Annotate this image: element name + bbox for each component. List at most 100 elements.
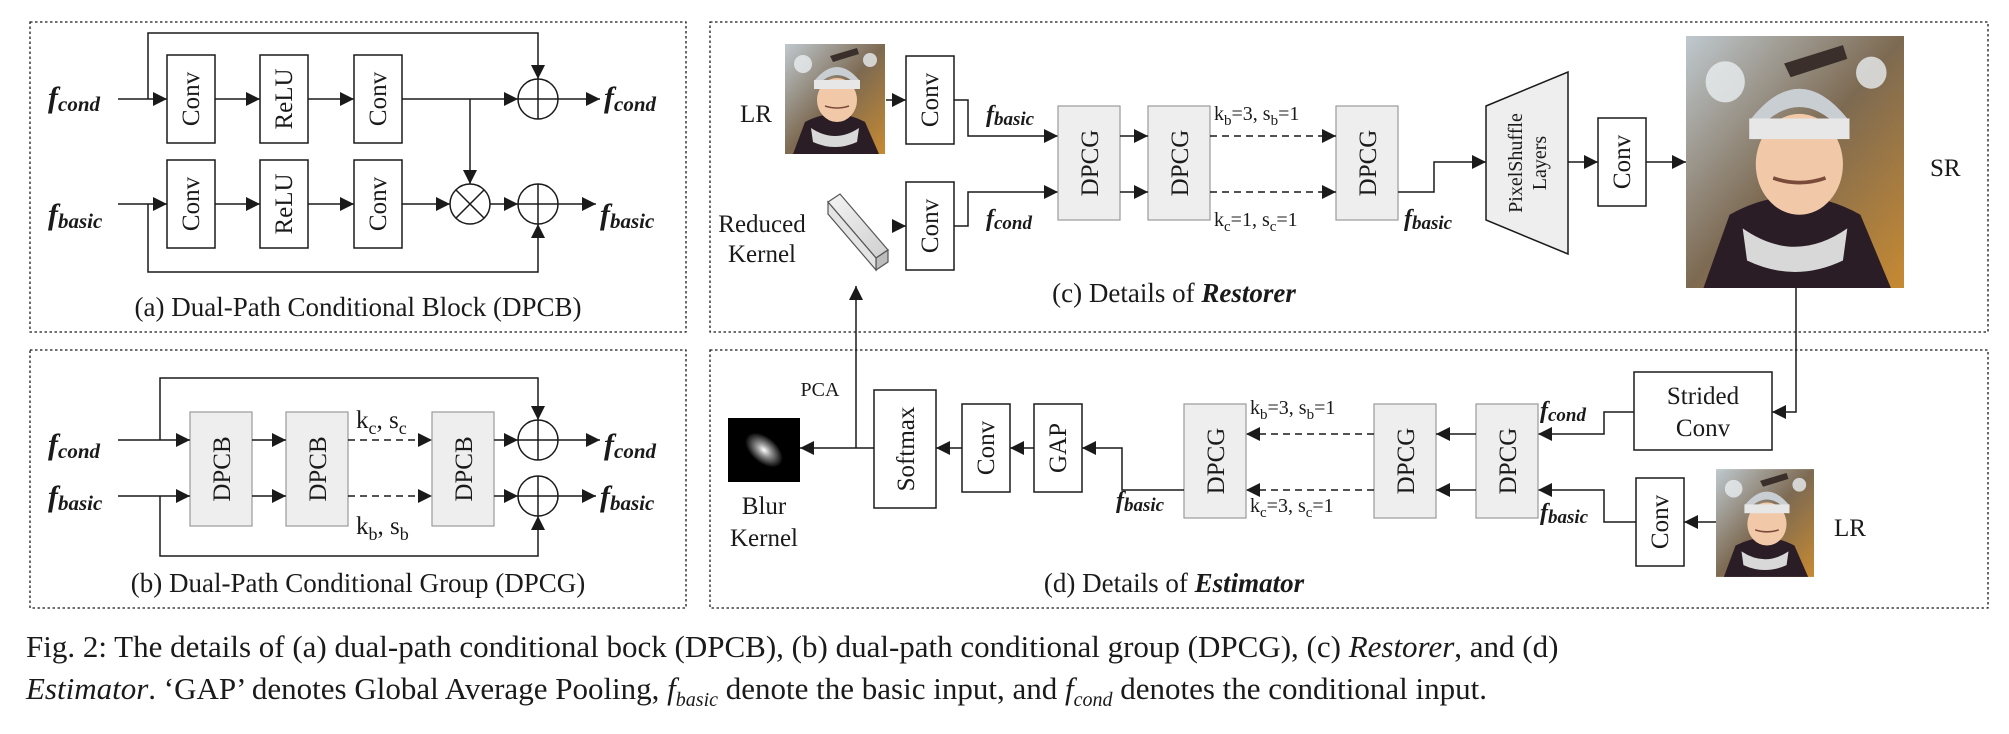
f-basic-out-label-c: fbasic — [1404, 206, 1453, 234]
times-circle-icon — [449, 183, 491, 225]
strided-conv-block — [1633, 371, 1773, 451]
input-f-cond-b: fcond — [48, 428, 101, 463]
panel-d-border — [709, 349, 1989, 609]
blur-kernel-label-2: Kernel — [730, 525, 798, 552]
plus-circle-icon — [517, 78, 559, 120]
dpcg-label-d3: DPCG — [1203, 428, 1230, 495]
dpcb-label-2: DPCB — [305, 436, 332, 501]
relu-block-a1 — [259, 54, 309, 144]
conv-label-c1: Conv — [917, 72, 944, 127]
kc-sc-label: kc, sc — [356, 407, 407, 438]
f-basic-label-c: fbasic — [986, 102, 1035, 130]
dpcg-label-c2: DPCG — [1167, 130, 1194, 197]
dpcg-label-d2: DPCG — [1393, 428, 1420, 495]
output-f-cond-b: fcond — [604, 428, 657, 463]
conv-label-c3: Conv — [1609, 134, 1636, 189]
conv-label-d1: Conv — [973, 420, 1000, 475]
input-f-basic-a: fbasic — [48, 198, 103, 233]
kb-sb-label: kb, sb — [356, 513, 409, 544]
reduced-kernel-label-2: Kernel — [728, 241, 796, 268]
panel-b: fcond fbasic fcond fbasic DPCB DPCB DPCB — [29, 349, 687, 609]
dpcg-block-c2 — [1147, 105, 1211, 221]
pca-label: PCA — [801, 379, 840, 401]
pixelshuffle-label-1: PixelShuffle — [1505, 113, 1527, 213]
dpcg-block-d2 — [1373, 403, 1437, 519]
dpcg-block-c1 — [1057, 105, 1121, 221]
f-cond-label-c: fcond — [986, 206, 1033, 234]
kb-sb-params-d: kb=3, sb=1 — [1250, 397, 1335, 423]
panel-d-caption: (d) Details of Estimator — [1044, 568, 1305, 598]
conv-block-a4 — [353, 159, 403, 249]
input-f-basic-b: fbasic — [48, 480, 103, 515]
plus-circle-icon — [517, 475, 559, 517]
softmax-label: Softmax — [893, 406, 920, 491]
dpcb-block-1 — [189, 411, 253, 527]
reduced-kernel-label-1: Reduced — [718, 211, 806, 238]
panel-c-caption: (c) Details of Restorer — [1052, 278, 1296, 308]
conv-label-a1: Conv — [178, 71, 205, 126]
lr-image-c — [785, 44, 885, 154]
conv-block-c3 — [1597, 117, 1647, 207]
sr-label: SR — [1930, 155, 1961, 182]
dpcg-label-c1: DPCG — [1077, 130, 1104, 197]
relu-label-a2: ReLU — [271, 173, 298, 234]
dpcb-block-2 — [285, 411, 349, 527]
conv-block-a3 — [166, 159, 216, 249]
conv-block-c1 — [905, 55, 955, 145]
output-f-basic-a: fbasic — [600, 198, 655, 233]
pixelshuffle-label-2: Layers — [1529, 136, 1551, 191]
conv-label-c2: Conv — [917, 198, 944, 253]
input-f-cond-a: fcond — [48, 81, 101, 116]
dpcg-block-d1 — [1475, 403, 1539, 519]
panel-a-caption: (a) Dual-Path Conditional Block (DPCB) — [135, 292, 582, 322]
panel-b-caption: (b) Dual-Path Conditional Group (DPCG) — [131, 568, 585, 598]
f-basic-label-d: fbasic — [1540, 500, 1589, 528]
dpcb-label-3: DPCB — [451, 436, 478, 501]
kb-sb-params-c: kb=3, sb=1 — [1214, 103, 1299, 129]
conv-label-a2: Conv — [365, 71, 392, 126]
panel-a-border — [29, 21, 687, 333]
panel-c-border — [709, 21, 1989, 333]
conv-block-a1 — [166, 54, 216, 144]
blur-kernel-label-1: Blur — [742, 493, 787, 520]
conv-label-a4: Conv — [365, 176, 392, 231]
dpcg-block-d3 — [1183, 403, 1247, 519]
conv-block-d2 — [1635, 477, 1685, 567]
strided-conv-label-2: Conv — [1676, 415, 1731, 442]
output-f-basic-b: fbasic — [600, 480, 655, 515]
dpcb-label-1: DPCB — [209, 436, 236, 501]
caption-line-1: Fig. 2: The details of (a) dual-path con… — [26, 629, 1559, 664]
panel-d: Strided Conv LR Conv fcond fbasic DPCG D… — [709, 286, 1989, 609]
f-basic-out-label-d: fbasic — [1116, 488, 1165, 516]
figure-caption: Fig. 2: The details of (a) dual-path con… — [26, 626, 1986, 721]
output-f-cond-a: fcond — [604, 81, 657, 116]
kc-sc-params-d: kc=3, sc=1 — [1250, 495, 1334, 521]
relu-label-a1: ReLU — [271, 68, 298, 129]
dpcb-block-3 — [431, 411, 495, 527]
panel-b-border — [29, 349, 687, 609]
lr-label-c: LR — [740, 101, 772, 128]
strided-conv-label-1: Strided — [1667, 383, 1740, 410]
caption-line-2: Estimator. ‘GAP’ denotes Global Average … — [26, 671, 1487, 712]
softmax-block — [873, 389, 937, 509]
plus-circle-icon — [517, 183, 559, 225]
gap-label: GAP — [1045, 423, 1072, 473]
dpcg-block-c3 — [1335, 105, 1399, 221]
plus-circle-icon — [517, 419, 559, 461]
gap-block — [1033, 403, 1083, 493]
conv-label-a3: Conv — [178, 176, 205, 231]
lr-image-d — [1716, 469, 1814, 577]
lr-label-d: LR — [1834, 515, 1866, 542]
blur-kernel-blob — [745, 432, 783, 468]
conv-label-d2: Conv — [1647, 494, 1674, 549]
panel-c: LR Reduced Kernel Conv Conv fbasic fcond… — [709, 21, 1989, 333]
kc-sc-params-c: kc=1, sc=1 — [1214, 209, 1298, 235]
pixelshuffle-block — [1485, 70, 1569, 256]
f-cond-label-d: fcond — [1540, 398, 1587, 426]
reduced-kernel-icon — [827, 193, 889, 272]
panel-a: fcond fbasic fcond fbasic Conv ReLU Conv… — [29, 21, 687, 333]
sr-image — [1686, 36, 1904, 288]
dpcg-label-c3: DPCG — [1355, 130, 1382, 197]
dpcg-label-d1: DPCG — [1495, 428, 1522, 495]
